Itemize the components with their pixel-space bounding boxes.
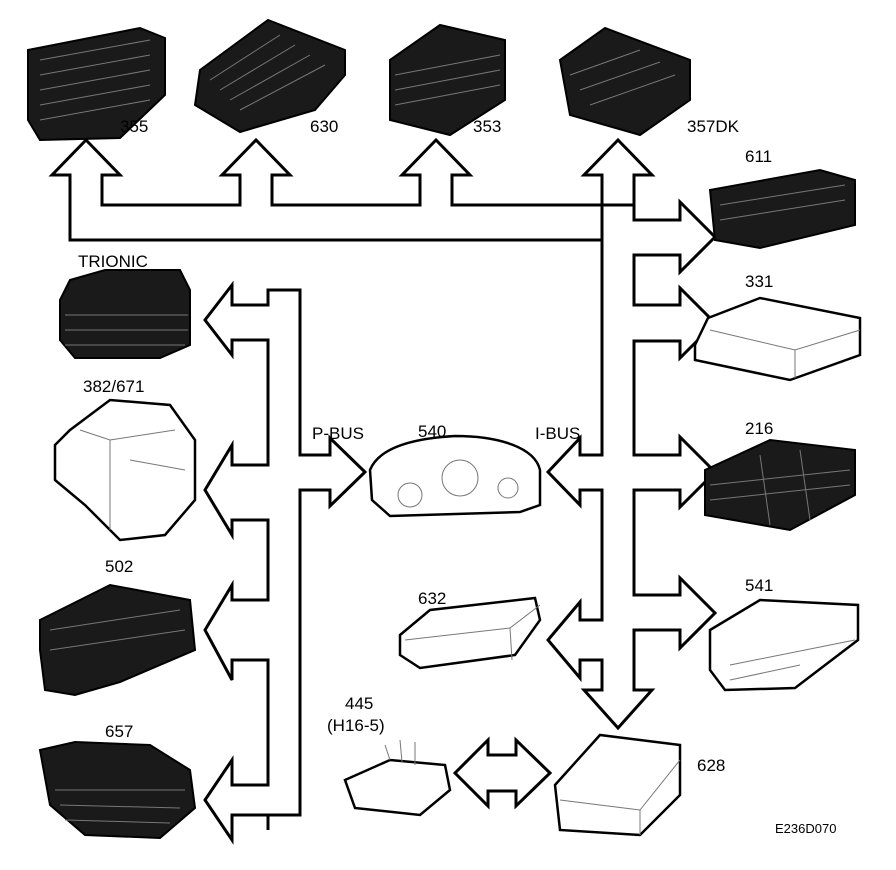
module-628	[553, 733, 682, 837]
label-657: 657	[105, 722, 134, 741]
label-382-671: 382/671	[83, 377, 145, 396]
pbus-vertical	[203, 280, 368, 845]
module-540	[368, 434, 542, 518]
label-357dk: 357DK	[687, 117, 739, 136]
label-353: 353	[473, 117, 502, 136]
module-216	[704, 438, 856, 532]
module-611	[708, 168, 856, 250]
ibus-top-trunk	[48, 137, 656, 242]
module-353	[389, 23, 506, 137]
module-trionic	[59, 269, 191, 359]
module-382-671	[53, 398, 197, 542]
label-445-sub: (H16-5)	[327, 716, 385, 735]
label-630: 630	[310, 117, 339, 136]
label-611: 611	[745, 147, 773, 166]
label-pbus: P-BUS	[312, 424, 364, 443]
figure-id: E236D070	[775, 821, 837, 836]
module-355	[27, 26, 166, 142]
label-541: 541	[745, 576, 774, 595]
label-540: 540	[418, 422, 447, 441]
label-628: 628	[697, 756, 726, 775]
label-445: 445	[345, 694, 374, 713]
label-502: 502	[105, 557, 134, 576]
label-331: 331	[745, 272, 774, 291]
module-502	[39, 583, 197, 697]
module-331	[693, 296, 862, 382]
label-355: 355	[120, 117, 149, 136]
module-657	[38, 740, 197, 840]
label-trionic: TRIONIC	[78, 252, 148, 271]
label-632: 632	[418, 589, 447, 608]
label-216: 216	[745, 419, 774, 438]
module-357dk	[558, 26, 691, 137]
module-445	[343, 739, 452, 817]
module-630	[193, 18, 346, 134]
label-ibus: I-BUS	[535, 424, 581, 443]
module-632	[398, 596, 542, 670]
diag-link-arrow	[452, 736, 553, 810]
module-541	[708, 598, 860, 692]
ibus-vertical-main	[545, 180, 718, 731]
